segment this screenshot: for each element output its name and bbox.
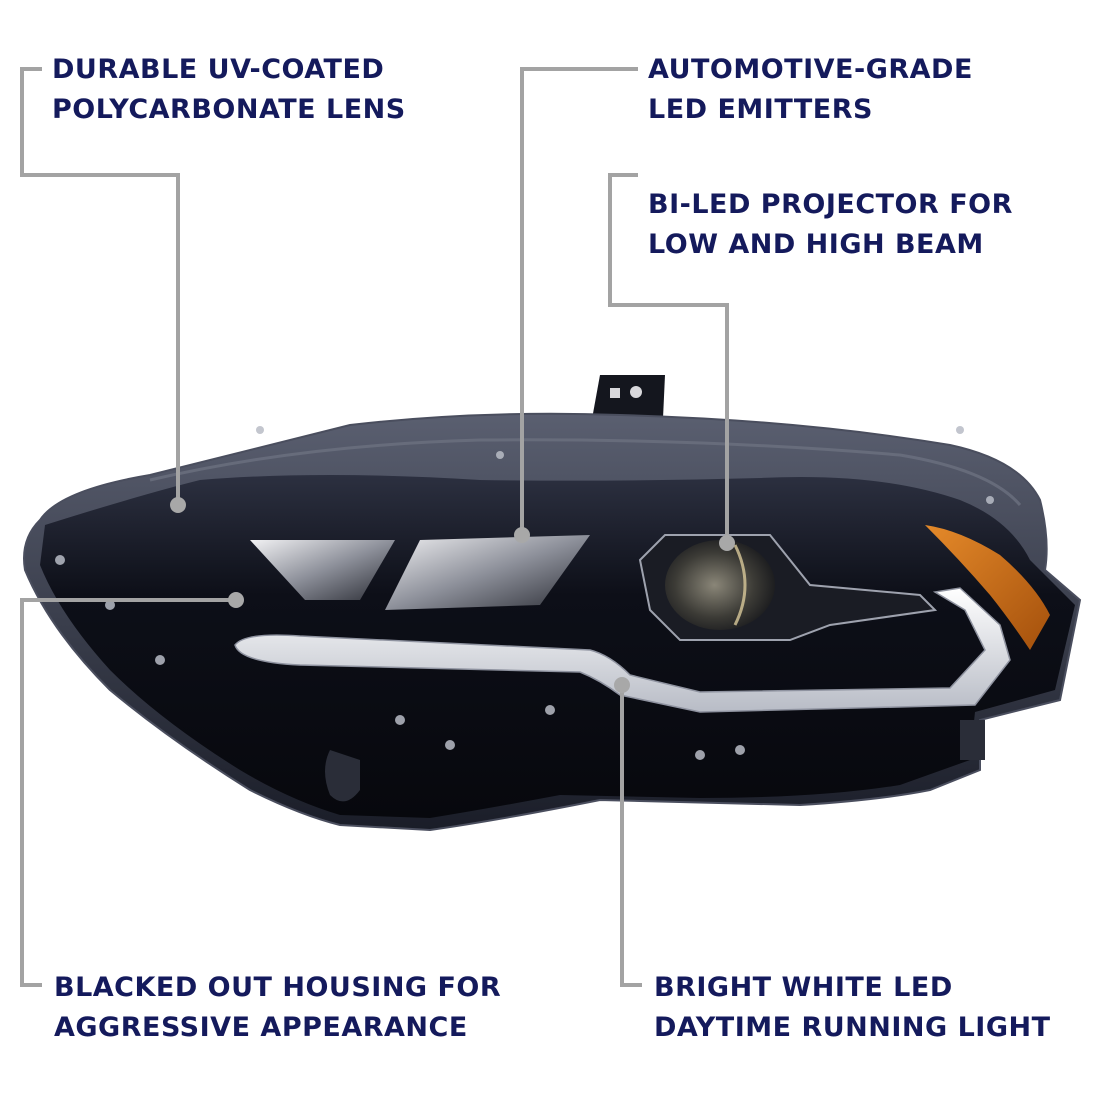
callout-projector-line1: BI-LED PROJECTOR FOR [648, 189, 1013, 220]
callout-drl: BRIGHT WHITE LED DAYTIME RUNNING LIGHT [654, 968, 1051, 1048]
leader-lines [20, 67, 729, 987]
callout-lens-line2: POLYCARBONATE LENS [52, 94, 406, 125]
leader-dots [170, 497, 735, 693]
leader-line-drl [620, 685, 642, 987]
amber-side-marker [925, 525, 1050, 650]
callout-drl-line1: BRIGHT WHITE LED [654, 972, 953, 1003]
callout-drl-line2: DAYTIME RUNNING LIGHT [654, 1012, 1051, 1043]
callout-lens-line1: DURABLE UV-COATED [52, 54, 385, 85]
callout-projector-line2: LOW AND HIGH BEAM [648, 229, 984, 260]
callout-projector: BI-LED PROJECTOR FOR LOW AND HIGH BEAM [648, 185, 1013, 265]
callout-emitters-line1: AUTOMOTIVE-GRADE [648, 54, 973, 85]
leader-line-emitters [520, 67, 638, 535]
dot-lens [170, 497, 186, 513]
callout-emitters-line2: LED EMITTERS [648, 94, 873, 125]
callout-housing-line1: BLACKED OUT HOUSING FOR [54, 972, 502, 1003]
lower-housing [325, 720, 985, 802]
dot-projector [719, 535, 735, 551]
leader-line-projector [608, 173, 729, 543]
reflector-center [385, 535, 590, 610]
reflector-left [250, 540, 395, 600]
dot-drl [614, 677, 630, 693]
callout-housing-line2: AGGRESSIVE APPEARANCE [54, 1012, 468, 1043]
callout-housing: BLACKED OUT HOUSING FOR AGGRESSIVE APPEA… [54, 968, 501, 1048]
dot-housing [228, 592, 244, 608]
callout-lens: DURABLE UV-COATED POLYCARBONATE LENS [52, 50, 406, 130]
leader-line-lens [20, 67, 180, 505]
callout-emitters: AUTOMOTIVE-GRADE LED EMITTERS [648, 50, 973, 130]
projector-module [638, 534, 938, 641]
dot-emitters [514, 527, 530, 543]
leader-line-housing [20, 598, 236, 987]
black-housing [40, 475, 1075, 818]
